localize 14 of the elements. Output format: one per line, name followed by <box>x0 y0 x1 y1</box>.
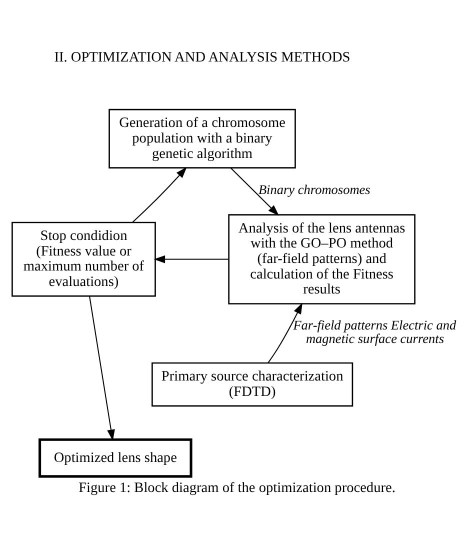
node-box: Primary source characterization (FDTD) <box>152 362 354 406</box>
arrow <box>154 254 229 263</box>
node-box: Generation of a chromosome population with a binary genetic algorithm <box>108 108 296 168</box>
edge-label: Binary chromosomes <box>258 181 370 196</box>
node-box: Analysis of the lens antennas with the GO–PO method (far-field patterns) and calculation of the Fitness results <box>228 214 416 304</box>
arrow <box>268 302 302 363</box>
arrow <box>230 167 280 216</box>
node-box: Stop condidion (Fitness value or maximum number of evaluations) <box>12 221 156 296</box>
label: II. OPTIMIZATION AND ANALYSIS METHODS <box>54 48 350 65</box>
arrow <box>132 166 187 222</box>
arrow <box>89 296 115 440</box>
caption: Figure 1: Block diagram of the optimization procedure. <box>78 479 396 496</box>
edge-label: Far-field patterns Electric and magnetic surface currents <box>293 317 456 346</box>
node-box: Optimized lens shape <box>38 438 192 478</box>
